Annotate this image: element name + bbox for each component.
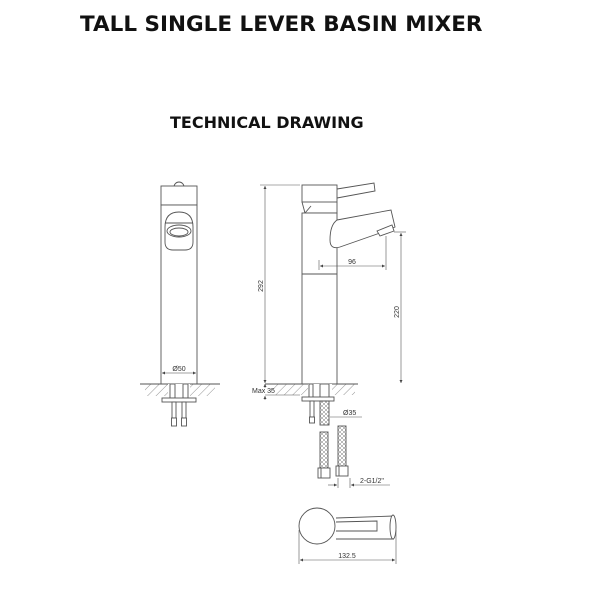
overall-height-label: 292 [258, 280, 265, 292]
side-view [265, 182, 396, 479]
section-subtitle: TECHNICAL DRAWING [170, 113, 364, 132]
spout-reach-label: 96 [348, 259, 356, 266]
base-diameter-label: Ø50 [172, 366, 185, 373]
spout-reach-dimension [318, 236, 387, 270]
overall-length-label: 132.5 [338, 553, 356, 560]
max-deck-thickness-label: Max 35 [252, 388, 275, 395]
spout-height-dimension [394, 231, 406, 383]
hose-connection-dimension [328, 478, 390, 488]
top-view [298, 507, 397, 545]
spout-height-label: 220 [394, 306, 401, 318]
overall-length-dimension [298, 530, 397, 564]
overall-height-dimension [260, 184, 300, 400]
hole-diameter-label: Ø35 [343, 410, 356, 417]
page-title: TALL SINGLE LEVER BASIN MIXER [80, 12, 483, 37]
front-view [140, 181, 220, 427]
hose-connection-label: 2-G1/2" [360, 478, 384, 485]
